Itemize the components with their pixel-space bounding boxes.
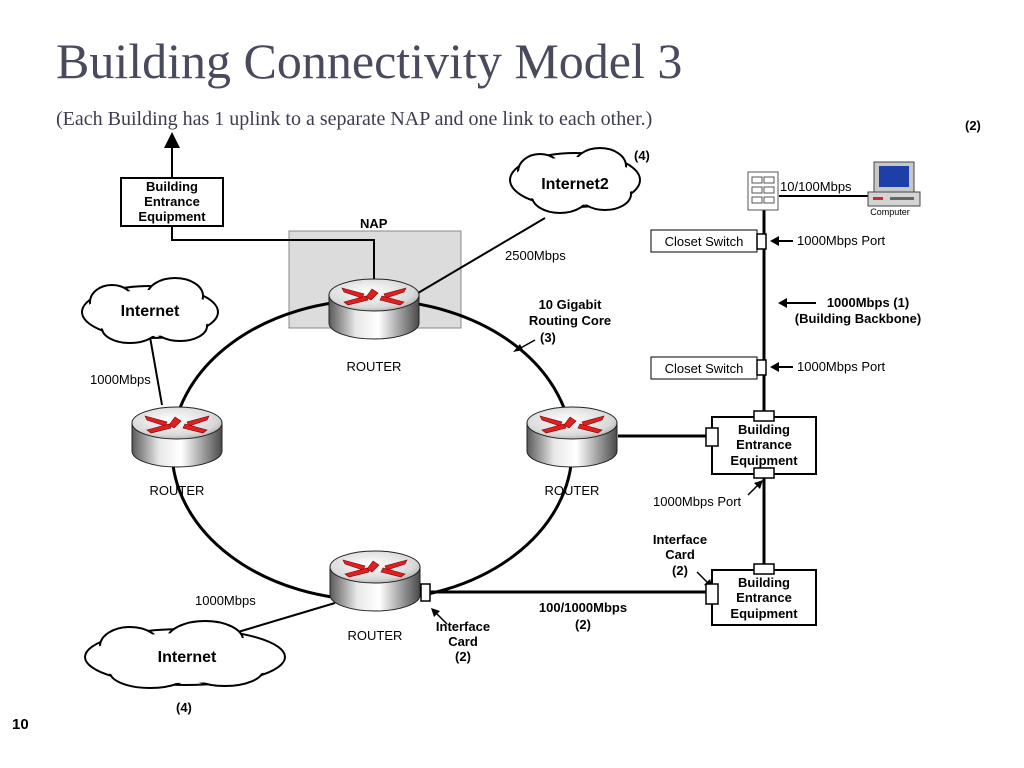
- bee-port-arrow-icon: [747, 480, 763, 496]
- core-label-line-2: Routing Core: [529, 313, 611, 328]
- nic-right-line-1: Interface: [653, 532, 707, 547]
- router-right-icon: [526, 406, 618, 468]
- port-bottom-label: 1000Mbps Port: [797, 359, 886, 374]
- router-left-label: ROUTER: [150, 483, 205, 498]
- bee-mid-line-3: Equipment: [730, 453, 798, 468]
- nic-bottom-line-3: (2): [455, 649, 471, 664]
- backbone-line-1: 1000Mbps (1): [827, 295, 909, 310]
- link-2500-label: 2500Mbps: [505, 248, 566, 263]
- bee-top-box: [120, 177, 224, 227]
- closet-switch-bottom-label: Closet Switch: [665, 361, 744, 376]
- link-bottom-label: 1000Mbps: [195, 593, 256, 608]
- corner-reference: (2): [965, 118, 981, 133]
- closet-switch-top-port: [756, 233, 767, 250]
- bee-mid-port-top: [753, 410, 775, 422]
- bee-port-label: 1000Mbps Port: [653, 494, 742, 509]
- internet-left-cloud-icon: [81, 277, 219, 344]
- link-bee-ref: (2): [575, 617, 591, 632]
- internet2-cloud-icon: [509, 147, 641, 214]
- bee-mid-line-1: Building: [738, 422, 790, 437]
- bee-top-line-3: Equipment: [138, 209, 206, 224]
- nic-bottom-line-2: Card: [448, 634, 478, 649]
- slide-title: Building Connectivity Model 3: [56, 33, 683, 89]
- internet-bottom-label: Internet: [158, 649, 217, 666]
- router-bottom-icon: [329, 550, 421, 612]
- router-bottom-label: ROUTER: [348, 628, 403, 643]
- backbone-line-2: (Building Backbone): [795, 311, 921, 326]
- nic-bottom-line-1: Interface: [436, 619, 490, 634]
- bee-low-line-3: Equipment: [730, 606, 798, 621]
- switch-stack-icon: [747, 171, 779, 211]
- core-ref: (3): [540, 330, 556, 345]
- bee-low-box: [711, 569, 817, 626]
- bee-top-line-2: Entrance: [144, 194, 200, 209]
- closet-switch-top-label: Closet Switch: [665, 234, 744, 249]
- internet-bottom-ref: (4): [176, 700, 192, 715]
- bee-mid-line-2: Entrance: [736, 437, 792, 452]
- internet-left-label: Internet: [121, 303, 180, 320]
- router-left-icon: [131, 406, 223, 468]
- closet-switch-bottom-port: [756, 359, 767, 376]
- bee-low-line-2: Entrance: [736, 590, 792, 605]
- link-left-label: 1000Mbps: [90, 372, 151, 387]
- nic-right-line-3: (2): [672, 563, 688, 578]
- link-bee-label: 100/1000Mbps: [539, 600, 627, 615]
- uplink-arrow-icon: [164, 132, 180, 148]
- bee-mid-port-bottom: [753, 467, 775, 479]
- interface-card-bottom: [420, 583, 431, 602]
- router-top-icon: [328, 278, 420, 340]
- bee-mid-port-left: [705, 427, 719, 447]
- link-internet2: [417, 217, 546, 294]
- link-internet-left: [149, 336, 163, 406]
- router-top-label: ROUTER: [347, 359, 402, 374]
- port-top-arrow-icon: [770, 236, 793, 246]
- port-bottom-arrow-icon: [770, 362, 793, 372]
- slide-subtitle: (Each Building has 1 uplink to a separat…: [56, 108, 653, 130]
- page-number: 10: [12, 716, 29, 733]
- bee-mid-box: [711, 416, 817, 475]
- bee-low-port-top: [753, 563, 775, 575]
- nap-label: NAP: [360, 216, 388, 231]
- nic-bottom-arrow-icon: [431, 608, 448, 625]
- router-right-label: ROUTER: [545, 483, 600, 498]
- computer-icon: [867, 161, 921, 207]
- backbone-arrow-icon: [778, 298, 816, 308]
- nic-right-line-2: Card: [665, 547, 695, 562]
- bee-low-port-left: [705, 583, 719, 605]
- port-top-label: 1000Mbps Port: [797, 233, 886, 248]
- core-arrow-icon: [513, 339, 536, 352]
- bee-low-line-1: Building: [738, 575, 790, 590]
- link-internet-bottom: [237, 602, 336, 633]
- core-label-line-1: 10 Gigabit: [539, 297, 603, 312]
- computer-label: Computer: [870, 207, 910, 217]
- internet2-label: Internet2: [541, 176, 609, 193]
- internet-bottom-cloud-icon: [84, 620, 286, 689]
- internet2-ref: (4): [634, 148, 650, 163]
- bee-top-line-1: Building: [146, 179, 198, 194]
- link-pc-label: 10/100Mbps: [780, 179, 852, 194]
- nap-uplink-line: [171, 226, 375, 290]
